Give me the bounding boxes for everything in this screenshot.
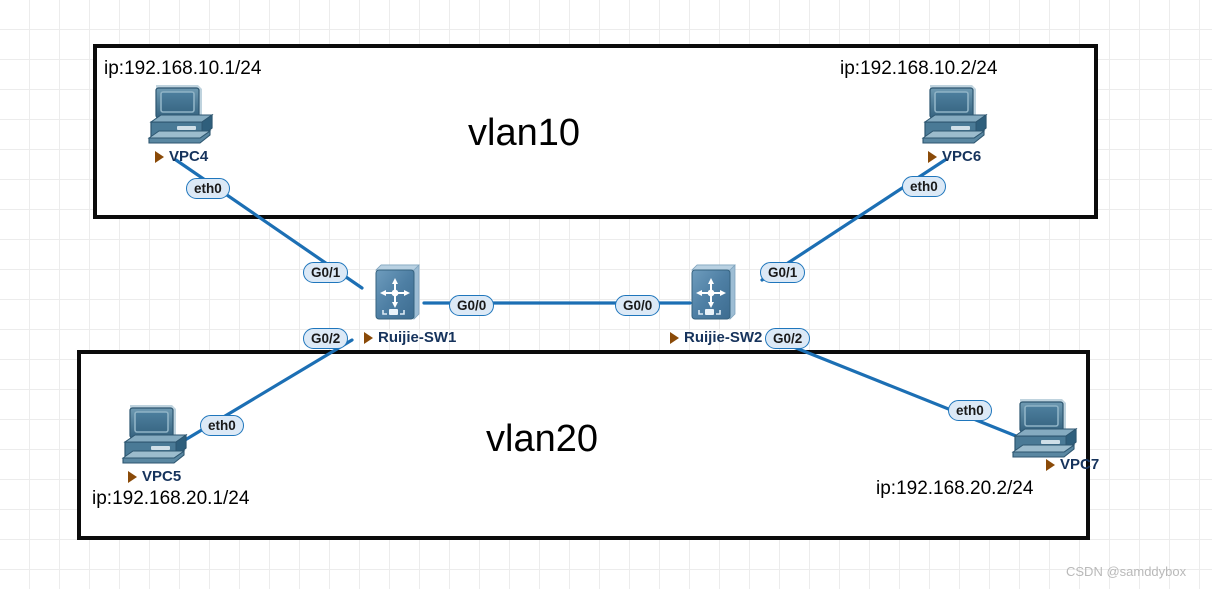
device-label-vpc4[interactable]: VPC4 xyxy=(155,148,208,165)
ip-label-vpc4: ip:192.168.10.1/24 xyxy=(104,58,262,79)
port-sw1-g01[interactable]: G0/1 xyxy=(303,262,349,283)
ip-label-vpc5: ip:192.168.20.1/24 xyxy=(92,488,250,509)
port-vpc4-eth0[interactable]: eth0 xyxy=(186,178,230,199)
device-label-text: Ruijie-SW1 xyxy=(378,329,457,346)
device-label-text: Ruijie-SW2 xyxy=(684,329,763,346)
device-label-text: VPC4 xyxy=(169,148,209,165)
pc-icon xyxy=(921,85,988,144)
port-vpc6-eth0[interactable]: eth0 xyxy=(902,176,946,197)
device-ruijie-sw1[interactable] xyxy=(372,262,424,324)
device-label-ruijie-sw2[interactable]: Ruijie-SW2 xyxy=(670,329,762,346)
play-triangle-icon xyxy=(155,150,164,163)
watermark: CSDN @samddybox xyxy=(1066,564,1187,579)
device-vpc7[interactable] xyxy=(1008,396,1080,462)
device-vpc5[interactable] xyxy=(118,402,190,468)
port-sw2-g01[interactable]: G0/1 xyxy=(760,262,806,283)
port-vpc5-eth0[interactable]: eth0 xyxy=(200,415,244,436)
play-triangle-icon xyxy=(128,470,137,483)
port-sw2-g02[interactable]: G0/2 xyxy=(765,328,811,349)
device-label-text: VPC7 xyxy=(1060,456,1100,473)
device-vpc4[interactable] xyxy=(144,82,216,148)
device-label-vpc7[interactable]: VPC7 xyxy=(1046,456,1099,473)
device-label-vpc5[interactable]: VPC5 xyxy=(128,468,181,485)
device-ruijie-sw2[interactable] xyxy=(688,262,740,324)
port-sw1-g02[interactable]: G0/2 xyxy=(303,328,349,349)
play-triangle-icon xyxy=(364,331,373,344)
port-vpc7-eth0[interactable]: eth0 xyxy=(948,400,992,421)
port-sw1-g00[interactable]: G0/0 xyxy=(449,295,495,316)
play-triangle-icon xyxy=(928,150,937,163)
vlan-zone-title-vlan20: vlan20 xyxy=(486,418,598,460)
device-label-text: VPC5 xyxy=(142,468,182,485)
device-label-ruijie-sw1[interactable]: Ruijie-SW1 xyxy=(364,329,456,346)
switch-icon xyxy=(691,264,736,320)
play-triangle-icon xyxy=(670,331,679,344)
pc-icon xyxy=(147,85,214,144)
pc-icon xyxy=(121,405,188,464)
device-label-text: VPC6 xyxy=(942,148,982,165)
play-triangle-icon xyxy=(1046,458,1055,471)
device-label-vpc6[interactable]: VPC6 xyxy=(928,148,981,165)
ip-label-vpc6: ip:192.168.10.2/24 xyxy=(840,58,998,79)
port-sw2-g00[interactable]: G0/0 xyxy=(615,295,661,316)
ip-label-vpc7: ip:192.168.20.2/24 xyxy=(876,478,1034,499)
switch-icon xyxy=(375,264,420,320)
vlan-zone-title-vlan10: vlan10 xyxy=(468,112,580,154)
device-vpc6[interactable] xyxy=(918,82,990,148)
pc-icon xyxy=(1011,399,1078,458)
